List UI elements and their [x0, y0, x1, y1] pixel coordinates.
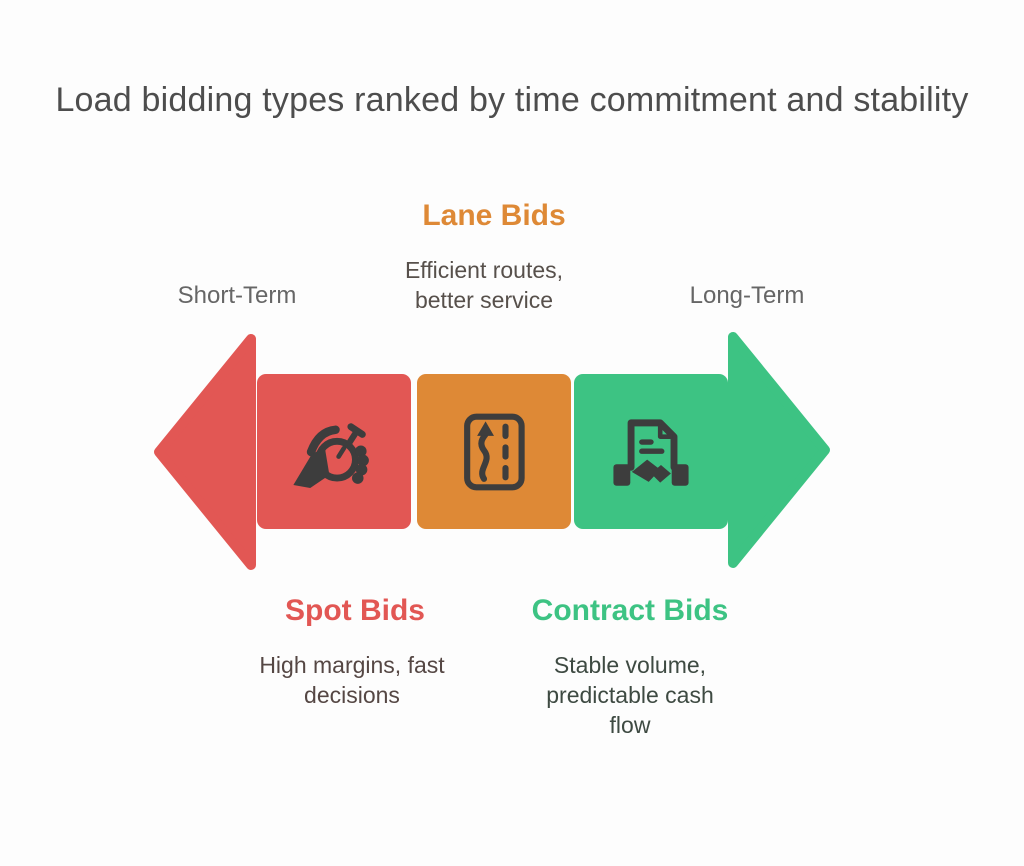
spot-bids-label: Spot Bids	[285, 594, 425, 627]
page-title: Load bidding types ranked by time commit…	[55, 81, 969, 119]
spot-bids-description: High margins, fast decisions	[259, 652, 445, 708]
contract-bids-description: Stable volume, predictable cash flow	[546, 652, 714, 738]
right-arrowhead-icon	[728, 332, 830, 568]
lane-bids-description: Efficient routes, better service	[404, 257, 564, 313]
contract-bids-label: Contract Bids	[531, 594, 729, 627]
long-term-label: Long-Term	[689, 282, 805, 309]
contract-bids-box	[574, 374, 728, 529]
lane-bids-label: Lane Bids	[422, 199, 566, 232]
left-arrowhead-icon	[154, 334, 256, 570]
contract-handshake-icon	[613, 418, 689, 486]
route-lanes-icon	[464, 413, 525, 490]
spot-bids-box	[257, 374, 411, 529]
hand-stopwatch-icon	[293, 422, 369, 488]
lane-bids-box	[417, 374, 571, 529]
short-term-label: Short-Term	[177, 282, 297, 309]
